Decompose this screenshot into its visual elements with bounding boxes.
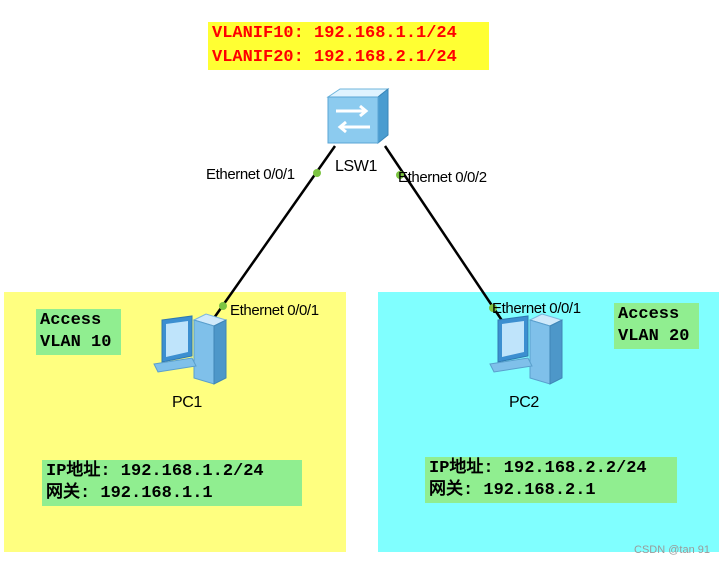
link-lsw1-pc2 — [383, 145, 507, 326]
vlan-id-label: VLAN 10 — [40, 333, 112, 352]
ip-address-line: IP地址: 192.168.2.2/24 — [429, 459, 647, 478]
port-dot-pc2-e001 — [489, 304, 497, 312]
pc1-name-label: PC1 — [172, 394, 202, 411]
vlan-id-label: VLAN 20 — [618, 327, 690, 346]
switch-icon[interactable] — [322, 87, 392, 147]
ip-address-line: IP地址: 192.168.1.2/24 — [46, 462, 264, 481]
port-dot-lsw1-e001 — [313, 169, 321, 177]
gateway-line: 网关: 192.168.1.1 — [46, 484, 213, 503]
pc2-port-label: Ethernet 0/0/1 — [492, 300, 581, 317]
vlanif20-line: VLANIF20: 192.168.2.1/24 — [212, 48, 457, 67]
lsw1-port1-label: Ethernet 0/0/1 — [206, 166, 295, 183]
watermark: CSDN @tan 91 — [634, 544, 710, 556]
access-mode-label: Access — [40, 311, 102, 330]
pc-icon[interactable] — [488, 312, 566, 386]
switch-name-label: LSW1 — [335, 158, 377, 175]
vlanif10-line: VLANIF10: 192.168.1.1/24 — [212, 24, 457, 43]
lsw1-port2-label: Ethernet 0/0/2 — [398, 169, 487, 186]
gateway-line: 网关: 192.168.2.1 — [429, 481, 596, 500]
pc2-ip-box: IP地址: 192.168.2.2/24 网关: 192.168.2.1 — [425, 457, 677, 503]
pc-icon[interactable] — [152, 312, 230, 386]
pc2-name-label: PC2 — [509, 394, 539, 411]
port-dot-lsw1-e002 — [396, 171, 404, 179]
port-dot-pc1-e001 — [219, 302, 227, 310]
access-mode-label: Access — [618, 305, 680, 324]
pc1-port-label: Ethernet 0/0/1 — [230, 302, 319, 319]
pc1-ip-box: IP地址: 192.168.1.2/24 网关: 192.168.1.1 — [42, 460, 302, 506]
